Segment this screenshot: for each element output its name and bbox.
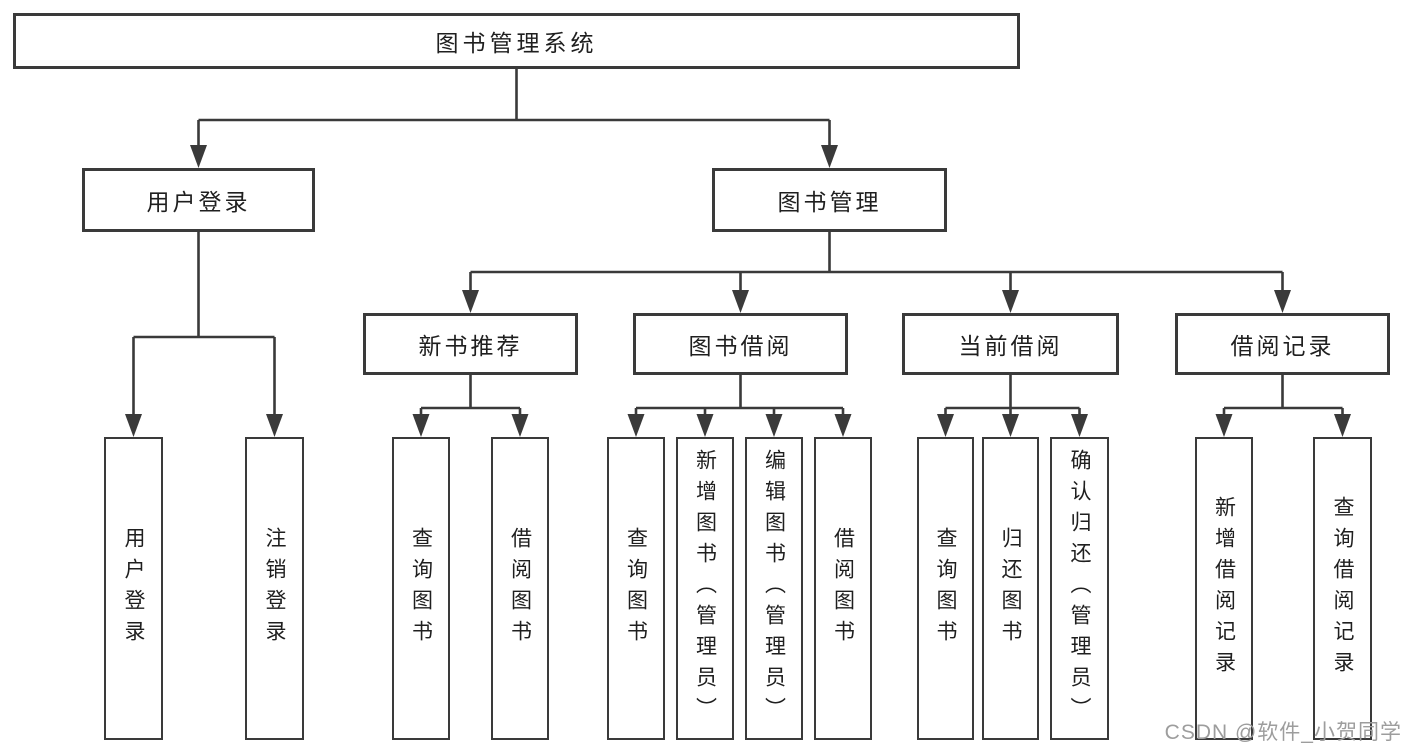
leaf-user-login: 用户登录 bbox=[104, 437, 163, 740]
leaf-label: 注销登录 bbox=[263, 526, 286, 651]
node-book-management: 图书管理 bbox=[712, 168, 947, 232]
leaf-label: 归还图书 bbox=[999, 526, 1022, 651]
leaf-label: 用户登录 bbox=[122, 526, 145, 651]
node-new-book-recommend: 新书推荐 bbox=[363, 313, 578, 375]
node-current-borrowing: 当前借阅 bbox=[902, 313, 1119, 375]
leaf-label: 编辑图书（管理员） bbox=[762, 449, 786, 728]
leaf-query-books-current: 查询图书 bbox=[917, 437, 974, 740]
leaf-label: 查询图书 bbox=[934, 526, 957, 651]
leaf-label: 借阅图书 bbox=[508, 526, 532, 651]
node-library-management-system: 图书管理系统 bbox=[13, 13, 1020, 69]
leaf-borrow-books: 借阅图书 bbox=[814, 437, 872, 740]
leaf-add-borrow-record: 新增借阅记录 bbox=[1195, 437, 1253, 740]
leaf-label: 新增图书（管理员） bbox=[693, 449, 717, 728]
leaf-label: 查询图书 bbox=[624, 526, 648, 651]
csdn-watermark: CSDN @软件_小贺同学 bbox=[1164, 721, 1402, 744]
leaf-edit-book-admin: 编辑图书（管理员） bbox=[745, 437, 803, 740]
leaf-return-book: 归还图书 bbox=[982, 437, 1039, 740]
leaf-confirm-return-admin: 确认归还（管理员） bbox=[1050, 437, 1109, 740]
leaf-add-book-admin: 新增图书（管理员） bbox=[676, 437, 734, 740]
node-user-login: 用户登录 bbox=[82, 168, 315, 232]
node-borrowing-records: 借阅记录 bbox=[1175, 313, 1390, 375]
leaf-borrow-books-recommend: 借阅图书 bbox=[491, 437, 549, 740]
leaf-query-borrow-record: 查询借阅记录 bbox=[1313, 437, 1372, 740]
leaf-label: 查询图书 bbox=[409, 526, 433, 651]
leaf-logout: 注销登录 bbox=[245, 437, 304, 740]
node-book-borrowing: 图书借阅 bbox=[633, 313, 848, 375]
leaf-query-books-borrowing: 查询图书 bbox=[607, 437, 665, 740]
leaf-query-books-recommend: 查询图书 bbox=[392, 437, 450, 740]
leaf-label: 确认归还（管理员） bbox=[1068, 449, 1091, 728]
leaf-label: 借阅图书 bbox=[831, 526, 855, 651]
leaf-label: 新增借阅记录 bbox=[1212, 495, 1236, 682]
leaf-label: 查询借阅记录 bbox=[1331, 495, 1354, 682]
